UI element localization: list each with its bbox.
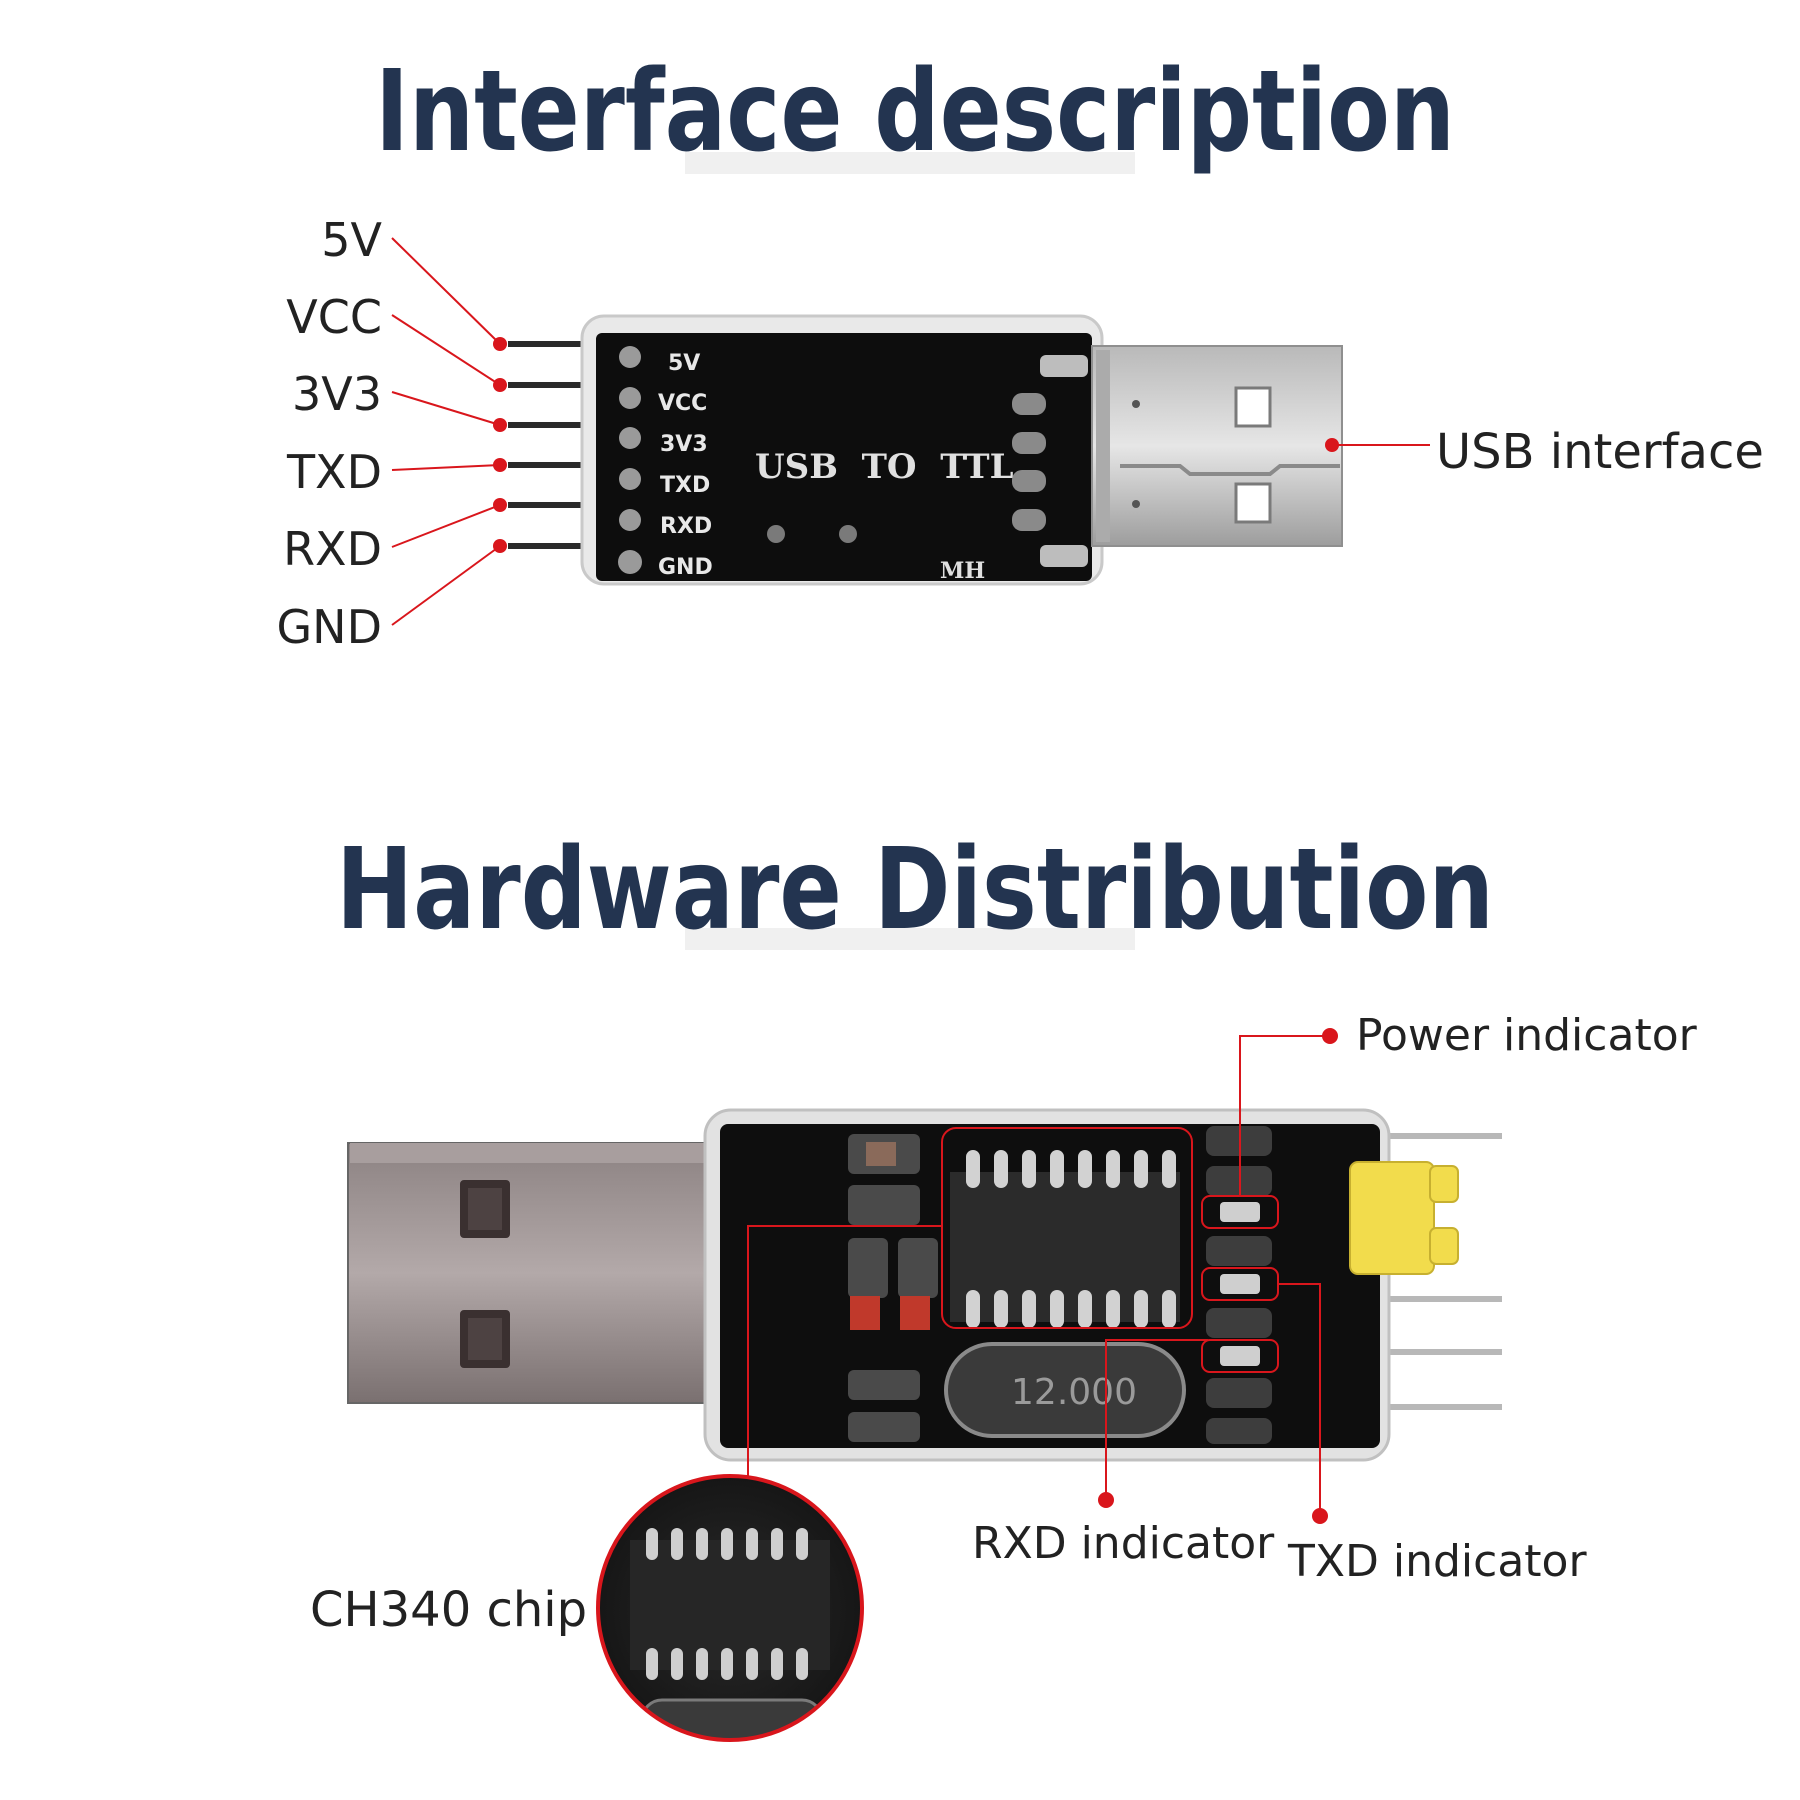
usb-ttl-module-bottom: 12.000 xyxy=(347,1108,1502,1462)
usb-ttl-module-top: 5V VCC 3V3 TXD RXD GND USB TO TTL MH xyxy=(508,314,1343,586)
silk-pin-5v: 5V xyxy=(668,351,700,376)
rxd-indicator-label: RXD indicator xyxy=(972,1518,1275,1569)
header-pins xyxy=(508,341,594,549)
ch340-highlight xyxy=(941,1127,1193,1329)
silk-center-text: USB TO TTL xyxy=(755,447,1014,487)
silk-pin-txd: TXD xyxy=(660,473,710,498)
power-indicator-label: Power indicator xyxy=(1356,1010,1698,1061)
silk-pin-vcc: VCC xyxy=(658,391,707,416)
hardware-title: Hardware Distribution xyxy=(336,825,1494,955)
pin-label-gnd: GND xyxy=(277,600,382,654)
ch340-zoom-view xyxy=(596,1474,864,1742)
pin-pads xyxy=(618,346,642,574)
title-underline-1 xyxy=(685,152,1135,174)
pin-label-3v3: 3V3 xyxy=(292,367,382,421)
silk-pin-3v3: 3V3 xyxy=(660,432,708,457)
rxd-led-highlight xyxy=(1201,1339,1279,1373)
jumper-cap xyxy=(1349,1161,1459,1275)
title-underline-2 xyxy=(685,928,1135,950)
usb-plug-bottom xyxy=(347,1142,727,1404)
txd-indicator-label: TXD indicator xyxy=(1287,1536,1587,1587)
crystal-marking: 12.000 xyxy=(1011,1372,1137,1413)
pin-callouts: 5V VCC 3V3 TXD RXD GND USB interface xyxy=(277,213,1764,654)
usb-interface-label: USB interface xyxy=(1436,424,1764,480)
pin-label-txd: TXD xyxy=(286,445,382,499)
ch340-chip-label: CH340 chip xyxy=(310,1582,587,1638)
pin-label-vcc: VCC xyxy=(286,290,382,344)
silk-pin-rxd: RXD xyxy=(660,514,712,539)
pcb-board xyxy=(596,333,1092,581)
usb-plug-top xyxy=(1091,345,1343,547)
silk-maker-mark: MH xyxy=(940,558,985,584)
pin-label-5v: 5V xyxy=(321,213,382,267)
silk-pin-gnd: GND xyxy=(658,555,713,580)
ch340-chip xyxy=(950,1150,1180,1328)
crystal-oscillator: 12.000 xyxy=(944,1342,1186,1438)
interface-title: Interface description xyxy=(375,47,1455,177)
pin-label-rxd: RXD xyxy=(283,522,382,576)
